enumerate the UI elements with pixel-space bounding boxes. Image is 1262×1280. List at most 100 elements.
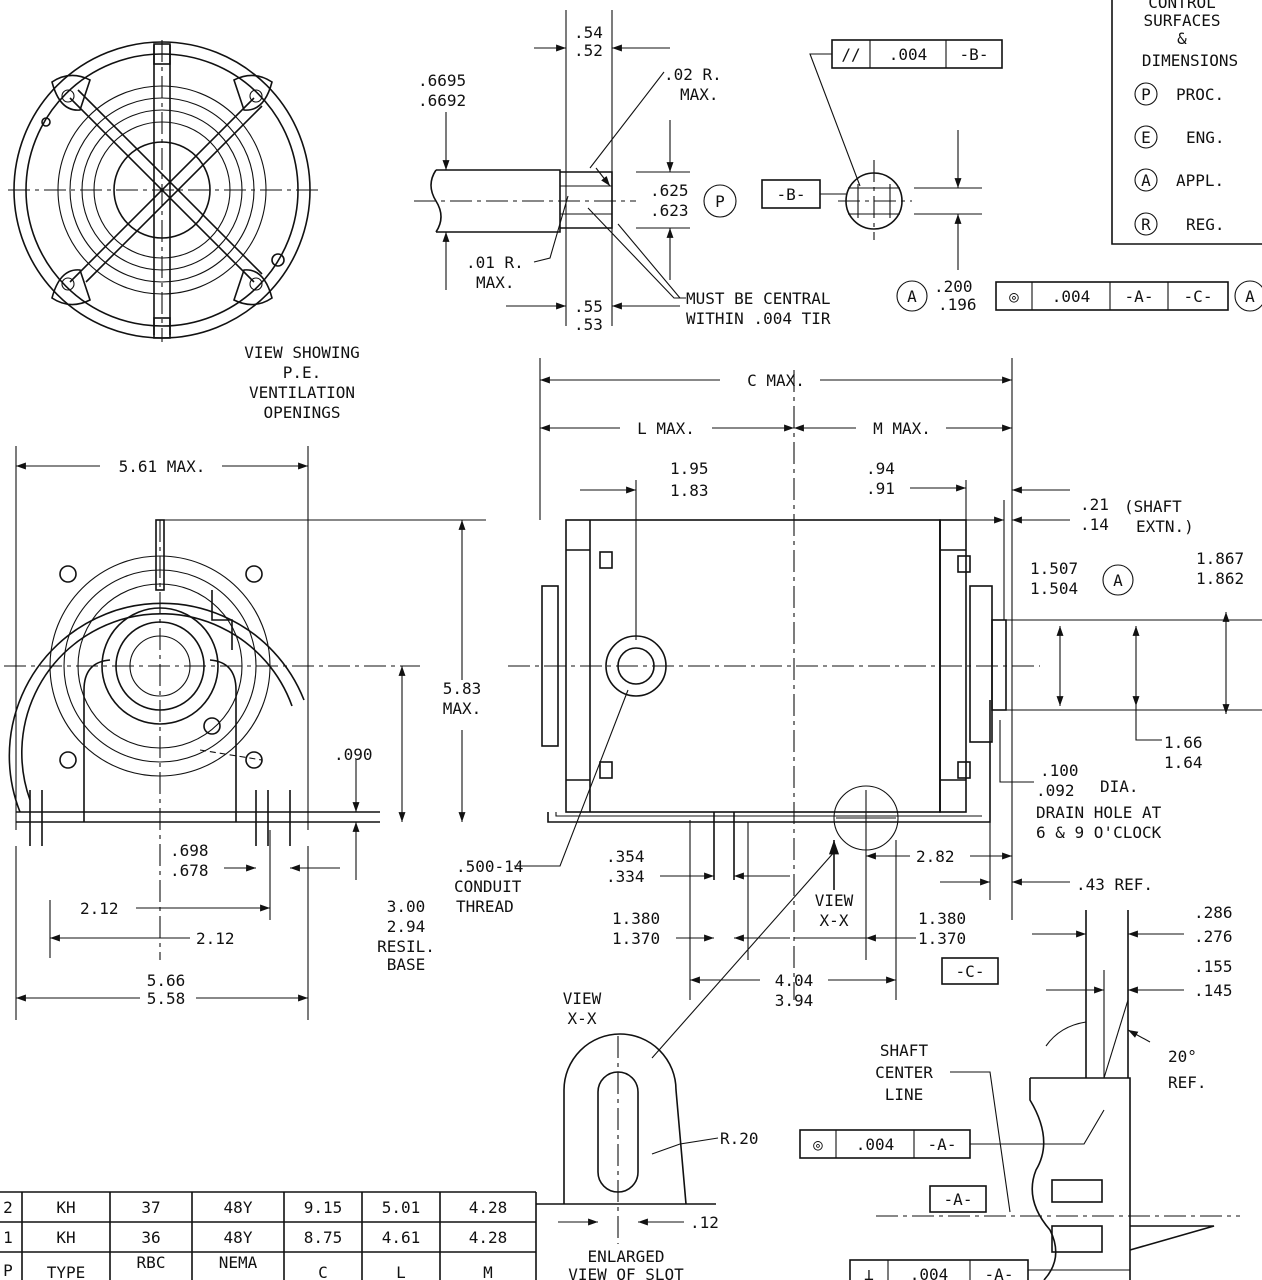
fcf-parallel-tol: .004 xyxy=(889,45,928,64)
fcf-detail-datum: -A- xyxy=(928,1135,957,1154)
dim-55: .55 xyxy=(574,297,603,316)
note-central-2: WITHIN .004 TIR xyxy=(686,309,831,328)
note-central-1: MUST BE CENTRAL xyxy=(686,289,831,308)
label-thread: THREAD xyxy=(456,897,514,916)
legend-symbol-r-text: R xyxy=(1141,215,1151,234)
label-base: BASE xyxy=(387,955,426,974)
table-cell-r0-c0: 2 xyxy=(3,1198,13,1217)
caption-line-3: VENTILATION xyxy=(249,383,355,402)
front-view: 5.61 MAX. 5.83 MAX. .090 .698 .678 2.12 … xyxy=(4,446,486,1020)
dim-91: .91 xyxy=(866,479,895,498)
label-20-ref: REF. xyxy=(1168,1073,1207,1092)
dim-166: 1.66 xyxy=(1164,733,1203,752)
dim-212-b: 2.12 xyxy=(196,929,235,948)
caption-line-2: P.E. xyxy=(283,363,322,382)
legend-label-eng: ENG. xyxy=(1186,128,1225,147)
table-cell-r1-c4: 8.75 xyxy=(304,1228,343,1247)
dim-6695: .6695 xyxy=(418,71,466,90)
dim-6692: .6692 xyxy=(418,91,466,110)
dim-100: .100 xyxy=(1040,761,1079,780)
slot-view: VIEW X-X R.20 .12 ENLARGED VIEW OF SLOT xyxy=(536,989,759,1280)
dim-678: .678 xyxy=(170,861,209,880)
dim-294: 2.94 xyxy=(387,917,426,936)
dim-561-max: 5.61 MAX. xyxy=(119,457,206,476)
dim-m-max: M MAX. xyxy=(873,419,931,438)
dim-354: .354 xyxy=(606,847,645,866)
dim-01r: .01 R. xyxy=(466,253,524,272)
table-cell-r1-c6: 4.28 xyxy=(469,1228,508,1247)
legend-symbol-p-text: P xyxy=(1141,85,1151,104)
dim-200: .200 xyxy=(934,277,973,296)
legend-title-1: CONTROL xyxy=(1148,0,1215,12)
table-header-p: P xyxy=(3,1261,13,1280)
slot-caption-enlarged: ENLARGED xyxy=(587,1247,664,1266)
slot-caption-view-of-slot: VIEW OF SLOT xyxy=(568,1265,684,1280)
shaft-section: // .004 -B- -B- A .200 .196 ◎ .004 -A- -… xyxy=(761,39,1262,314)
symbol-a-trailing: A xyxy=(1245,287,1255,306)
dim-286: .286 xyxy=(1194,903,1233,922)
fcf-concentric-datum-c: -C- xyxy=(1184,287,1213,306)
legend-title-3: & xyxy=(1177,29,1187,48)
side-view: C MAX. L MAX. M MAX. 1.95 1.83 .94 .91 .… xyxy=(454,358,1262,1059)
dim-698: .698 xyxy=(170,841,209,860)
label-view-xx-1: VIEW xyxy=(815,891,854,910)
dim-1380-left: 1.380 xyxy=(612,909,660,928)
fcf-perp-symbol: ⊥ xyxy=(864,1265,874,1280)
dim-394: 3.94 xyxy=(775,991,814,1010)
symbol-a-1507: A xyxy=(1113,571,1123,590)
fcf-concentric-tol: .004 xyxy=(1052,287,1091,306)
dim-300: 3.00 xyxy=(387,897,426,916)
label-shaft-extn-1: (SHAFT xyxy=(1124,497,1182,516)
dim-1370-right: 1.370 xyxy=(918,929,966,948)
fcf-detail-symbol: ◎ xyxy=(813,1135,823,1154)
dim-623: .623 xyxy=(650,201,689,220)
legend-title-4: DIMENSIONS xyxy=(1142,51,1238,70)
label-shaft-extn-2: EXTN.) xyxy=(1136,517,1194,536)
label-shaft: SHAFT xyxy=(880,1041,929,1060)
legend-symbol-e-text: E xyxy=(1141,128,1151,147)
dim-54: .54 xyxy=(574,23,603,42)
dim-334: .334 xyxy=(606,867,645,886)
table-cell-r1-c0: 1 xyxy=(3,1228,13,1247)
note-drain-2: 6 & 9 O'CLOCK xyxy=(1036,823,1162,842)
datum-b-box xyxy=(761,179,821,209)
caption-line-1: VIEW SHOWING xyxy=(244,343,360,362)
symbol-p: P xyxy=(715,192,725,211)
datum-c: -C- xyxy=(956,962,985,981)
note-drain-1: DRAIN HOLE AT xyxy=(1036,803,1162,822)
table-cell-r0-c4: 9.15 xyxy=(304,1198,343,1217)
dim-43-ref: .43 REF. xyxy=(1076,875,1153,894)
dim-53: .53 xyxy=(574,315,603,334)
dim-01r-max: MAX. xyxy=(476,273,515,292)
label-conduit: CONDUIT xyxy=(454,877,522,896)
slot-caption-view: VIEW xyxy=(563,989,602,1008)
dim-1380-right: 1.380 xyxy=(918,909,966,928)
fcf-parallel xyxy=(831,39,1003,69)
dim-21: .21 xyxy=(1080,495,1109,514)
table-header-m: M xyxy=(483,1263,493,1280)
datum-a-box xyxy=(929,1185,987,1213)
legend-label-proc: PROC. xyxy=(1176,85,1224,104)
shaft-detail: .286 .276 .155 .145 20° REF. SHAFT CENTE… xyxy=(799,903,1240,1280)
dim-212-a: 2.12 xyxy=(80,899,119,918)
dim-558: 5.58 xyxy=(147,989,186,1008)
dim-276: .276 xyxy=(1194,927,1233,946)
table-cell-r1-c2: 36 xyxy=(141,1228,160,1247)
dim-1862: 1.862 xyxy=(1196,569,1244,588)
table-cell-r1-c5: 4.61 xyxy=(382,1228,421,1247)
dim-090: .090 xyxy=(334,745,373,764)
table-cell-r1-c1: KH xyxy=(56,1228,75,1247)
fcf-detail-tol: .004 xyxy=(856,1135,895,1154)
dim-1370-left: 1.370 xyxy=(612,929,660,948)
table-header-c: C xyxy=(318,1263,328,1280)
dim-583: 5.83 xyxy=(443,679,482,698)
dim-566: 5.66 xyxy=(147,971,186,990)
slot-caption-xx: X-X xyxy=(568,1009,597,1028)
dim-625: .625 xyxy=(650,181,689,200)
end-view-caption: VIEW SHOWING P.E. VENTILATION OPENINGS xyxy=(244,343,360,422)
table-header-l: L xyxy=(396,1263,406,1280)
dim-r20: R.20 xyxy=(720,1129,759,1148)
dim-02r-max: MAX. xyxy=(680,85,719,104)
symbol-a-200: A xyxy=(907,287,917,306)
table-cell-r0-c6: 4.28 xyxy=(469,1198,508,1217)
